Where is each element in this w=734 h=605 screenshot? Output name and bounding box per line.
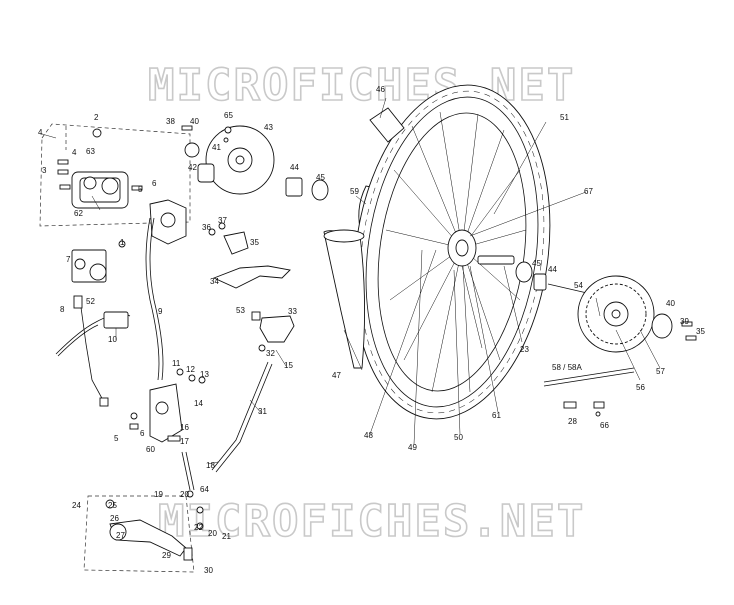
callout-4-top: 4 — [38, 128, 43, 137]
callout-29: 29 — [162, 551, 171, 560]
callout-24: 24 — [72, 501, 81, 510]
watermark-top: MICROFICHES.NET — [148, 60, 575, 111]
brake-hose-reservoir — [211, 311, 295, 473]
callout-7: 7 — [66, 255, 71, 264]
callout-35: 35 — [250, 238, 259, 247]
rear-master-cylinder — [129, 368, 206, 491]
callout-28: 28 — [568, 417, 577, 426]
watermark-bottom: MICROFICHES.NET — [158, 496, 585, 547]
callout-10: 10 — [108, 335, 117, 344]
callout-47: 47 — [332, 371, 341, 380]
callout-46: 46 — [376, 85, 385, 94]
callout-64: 64 — [200, 485, 209, 494]
callout-19: 19 — [154, 490, 163, 499]
callout-4-inner: 4 — [72, 148, 77, 157]
callout-1: 1 — [120, 238, 125, 247]
callout-23: 23 — [520, 345, 529, 354]
callout-48: 48 — [364, 431, 373, 440]
callout-45-right: 45 — [532, 259, 541, 268]
callout-30: 30 — [204, 566, 213, 575]
callout-53: 53 — [236, 306, 245, 315]
callout-9: 9 — [158, 307, 163, 316]
callout-36: 36 — [202, 223, 211, 232]
callout-59: 59 — [350, 187, 359, 196]
callout-5-bottom: 5 — [114, 434, 119, 443]
callout-34: 34 — [210, 277, 219, 286]
callout-50: 50 — [454, 433, 463, 442]
callout-43: 43 — [264, 123, 273, 132]
hub-spacers-left — [285, 177, 329, 201]
callout-labels: 1 2 3 4 4 5 5 6 6 7 8 9 10 11 12 13 14 1… — [38, 85, 705, 575]
callout-39: 39 — [680, 317, 689, 326]
callout-63: 63 — [86, 147, 95, 156]
bracket-parts — [208, 222, 291, 289]
callout-5-top: 5 — [138, 185, 143, 194]
callout-41: 41 — [212, 143, 221, 152]
leader-lines — [41, 97, 661, 465]
callout-3: 3 — [42, 166, 47, 175]
callout-66: 66 — [600, 421, 609, 430]
callout-25: 25 — [108, 501, 117, 510]
callout-60: 60 — [146, 445, 155, 454]
callout-54: 54 — [574, 281, 583, 290]
callout-45-left: 45 — [316, 173, 325, 182]
brake-pedal-assembly — [83, 490, 204, 573]
callout-37: 37 — [218, 216, 227, 225]
callout-15: 15 — [284, 361, 293, 370]
callout-67: 67 — [584, 187, 593, 196]
callout-44-left: 44 — [290, 163, 299, 172]
callout-49: 49 — [408, 443, 417, 452]
callout-27: 27 — [116, 531, 125, 540]
callout-21: 21 — [222, 532, 231, 541]
callout-57: 57 — [656, 367, 665, 376]
callout-65: 65 — [224, 111, 233, 120]
callout-11: 11 — [172, 359, 181, 368]
callout-62: 62 — [74, 209, 83, 218]
brake-disc — [181, 125, 275, 195]
callout-26: 26 — [110, 514, 119, 523]
callout-12: 12 — [186, 365, 195, 374]
callout-20-bottom: 20 — [208, 529, 217, 538]
callout-61: 61 — [492, 411, 501, 420]
rear-sprocket — [515, 261, 697, 417]
callout-52: 52 — [86, 297, 95, 306]
caliper-assembly — [39, 123, 191, 283]
callout-38: 38 — [166, 117, 175, 126]
callout-13: 13 — [200, 370, 209, 379]
rear-wheel — [323, 84, 551, 420]
callout-42: 42 — [188, 163, 197, 172]
callout-22: 22 — [194, 523, 203, 532]
callout-40-top: 40 — [190, 117, 199, 126]
callout-18: 18 — [206, 461, 215, 470]
callout-20-top: 20 — [180, 490, 189, 499]
callout-8: 8 — [60, 305, 65, 314]
callout-6-bottom: 6 — [140, 429, 145, 438]
callout-56: 56 — [636, 383, 645, 392]
callout-40-right: 40 — [666, 299, 675, 308]
callout-31: 31 — [258, 407, 267, 416]
callout-44-right: 44 — [548, 265, 557, 274]
callout-33: 33 — [288, 307, 297, 316]
callout-51: 51 — [560, 113, 569, 122]
callout-58-58a: 58 / 58A — [552, 363, 582, 372]
callout-16: 16 — [180, 423, 189, 432]
callout-6-top: 6 — [152, 179, 157, 188]
callout-2: 2 — [94, 113, 99, 122]
callout-32: 32 — [266, 349, 275, 358]
callout-35-right: 35 — [696, 327, 705, 336]
callout-14: 14 — [194, 399, 203, 408]
brake-cable — [55, 217, 164, 407]
callout-17: 17 — [180, 437, 189, 446]
